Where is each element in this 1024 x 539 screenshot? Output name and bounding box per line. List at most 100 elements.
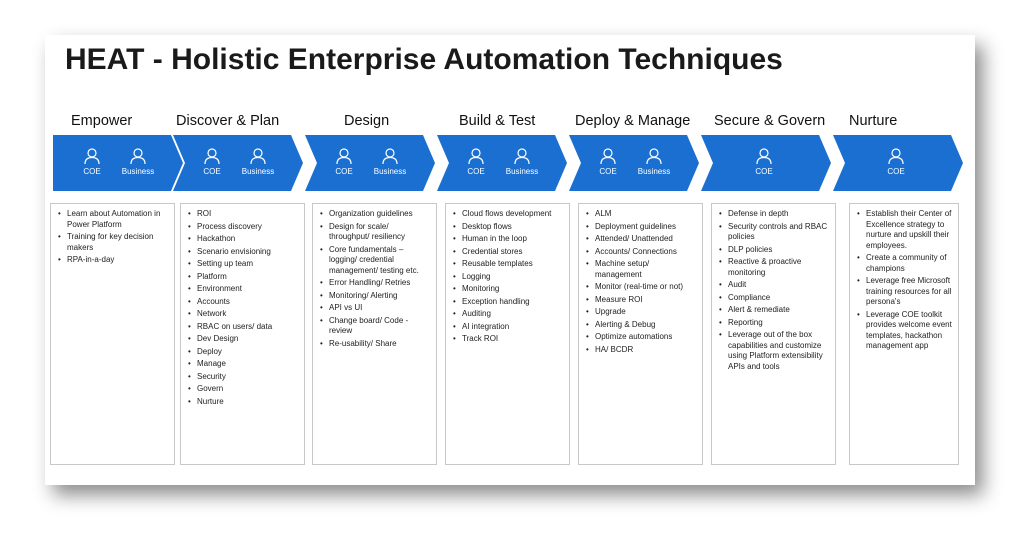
list-item: Desktop flows [453, 222, 563, 233]
person-icon [84, 148, 100, 165]
list-item: Alert & remediate [719, 305, 829, 316]
stage-chevron-4 [437, 135, 567, 191]
role-business: Business [631, 147, 677, 176]
list-item: Audit [719, 280, 829, 291]
list-item: Core fundamentals – logging/ credential … [320, 245, 430, 277]
list-item: Logging [453, 272, 563, 283]
role-coe: COE [69, 147, 115, 176]
list-item: AI integration [453, 322, 563, 333]
list-item: Setting up team [188, 259, 298, 270]
role-label: Business [505, 167, 539, 176]
role-label: COE [203, 167, 221, 176]
role-coe: COE [321, 147, 367, 176]
person-icon [130, 148, 146, 165]
person-icon [646, 148, 662, 165]
role-label: COE [335, 167, 353, 176]
role-label: COE [755, 167, 773, 176]
list-item: Training for key decision makers [58, 232, 168, 253]
list-item: Upgrade [586, 307, 696, 318]
role-coe: COE [873, 147, 919, 176]
list-item: Attended/ Unattended [586, 234, 696, 245]
stage-chevron-2 [173, 135, 303, 191]
role-coe: COE [585, 147, 631, 176]
role-coe: COE [189, 147, 235, 176]
stage-item-list: Organization guidelinesDesign for scale/… [319, 209, 430, 349]
list-item: Optimize automations [586, 332, 696, 343]
list-item: Manage [188, 359, 298, 370]
person-icon [204, 148, 220, 165]
stage-chevron-3 [305, 135, 435, 191]
stage-item-list: Learn about Automation in Power Platform… [57, 209, 168, 266]
role-business: Business [499, 147, 545, 176]
list-item: Defense in depth [719, 209, 829, 220]
list-item: Human in the loop [453, 234, 563, 245]
stage-box-6: Defense in depthSecurity controls and RB… [711, 203, 836, 465]
list-item: ROI [188, 209, 298, 220]
list-item: Machine setup/ management [586, 259, 696, 280]
stage-label-5: Deploy & Manage [575, 113, 691, 129]
stage-box-4: Cloud flows developmentDesktop flowsHuma… [445, 203, 570, 465]
list-item: RBAC on users/ data [188, 322, 298, 333]
page-title: HEAT - Holistic Enterprise Automation Te… [65, 43, 783, 76]
list-item: Compliance [719, 293, 829, 304]
person-icon [250, 148, 266, 165]
role-label: COE [887, 167, 905, 176]
stage-item-list: Defense in depthSecurity controls and RB… [718, 209, 829, 372]
person-icon [888, 148, 904, 165]
list-item: Organization guidelines [320, 209, 430, 220]
stage-box-2: ROIProcess discoveryHackathonScenario en… [180, 203, 305, 465]
list-item: Hackathon [188, 234, 298, 245]
list-item: Govern [188, 384, 298, 395]
role-business: Business [115, 147, 161, 176]
list-item: Monitoring [453, 284, 563, 295]
stage-label-1: Empower [71, 113, 133, 129]
stage-item-list: Establish their Center of Excellence str… [856, 209, 952, 352]
list-item: Leverage COE toolkit provides welcome ev… [857, 310, 952, 352]
list-item: RPA-in-a-day [58, 255, 168, 266]
slide: HEAT - Holistic Enterprise Automation Te… [45, 35, 975, 485]
person-icon [756, 148, 772, 165]
role-label: Business [373, 167, 407, 176]
list-item: Track ROI [453, 334, 563, 345]
list-item: Exception handling [453, 297, 563, 308]
list-item: Cloud flows development [453, 209, 563, 220]
stage-label-6: Secure & Govern [714, 113, 826, 129]
role-label: Business [121, 167, 155, 176]
stage-chevron-5 [569, 135, 699, 191]
list-item: Process discovery [188, 222, 298, 233]
stage-box-1: Learn about Automation in Power Platform… [50, 203, 175, 465]
list-item: Nurture [188, 397, 298, 408]
list-item: Change board/ Code - review [320, 316, 430, 337]
list-item: Re-usability/ Share [320, 339, 430, 350]
stage-label-4: Build & Test [459, 113, 536, 129]
stage-item-list: ROIProcess discoveryHackathonScenario en… [187, 209, 298, 407]
list-item: Platform [188, 272, 298, 283]
list-item: Deploy [188, 347, 298, 358]
stage-label-2: Discover & Plan [176, 113, 280, 129]
list-item: API vs UI [320, 303, 430, 314]
list-item: Deployment guidelines [586, 222, 696, 233]
stage-label-7: Nurture [849, 113, 898, 129]
list-item: Dev Design [188, 334, 298, 345]
list-item: Auditing [453, 309, 563, 320]
list-item: Reporting [719, 318, 829, 329]
stage-item-list: Cloud flows developmentDesktop flowsHuma… [452, 209, 563, 345]
list-item: Alerting & Debug [586, 320, 696, 331]
stage-item-list: ALMDeployment guidelinesAttended/ Unatte… [585, 209, 696, 355]
role-label: COE [83, 167, 101, 176]
person-icon [600, 148, 616, 165]
list-item: Leverage out of the box capabilities and… [719, 330, 829, 372]
list-item: Reusable templates [453, 259, 563, 270]
stage-box-3: Organization guidelinesDesign for scale/… [312, 203, 437, 465]
role-coe: COE [453, 147, 499, 176]
person-icon [382, 148, 398, 165]
list-item: Establish their Center of Excellence str… [857, 209, 952, 251]
list-item: Reactive & proactive monitoring [719, 257, 829, 278]
list-item: Accounts [188, 297, 298, 308]
stage-box-5: ALMDeployment guidelinesAttended/ Unatte… [578, 203, 703, 465]
list-item: Security controls and RBAC policies [719, 222, 829, 243]
list-item: Credential stores [453, 247, 563, 258]
role-label: COE [467, 167, 485, 176]
role-business: Business [235, 147, 281, 176]
list-item: Error Handling/ Retries [320, 278, 430, 289]
